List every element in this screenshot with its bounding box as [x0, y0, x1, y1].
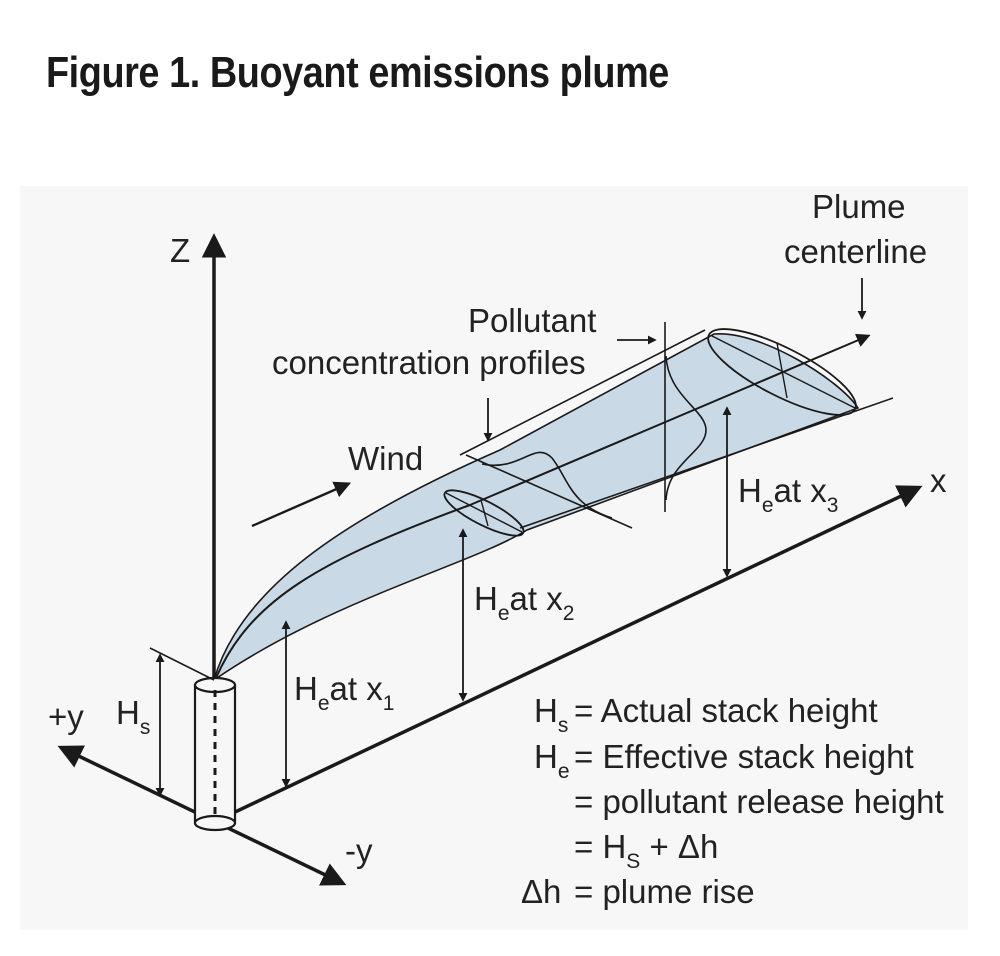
cross-section-x3-h — [711, 335, 856, 409]
figure-title: Figure 1. Buoyant emissions plume — [46, 48, 669, 97]
minus-y-label: -y — [345, 832, 373, 869]
legend-row-4: = HS + Δh — [574, 828, 718, 873]
legend-row-5: Δh= plume rise — [521, 873, 755, 910]
x-axis-label: x — [930, 462, 947, 499]
legend-row-1: Hs= Actual stack height — [534, 692, 878, 737]
z-axis-label: Z — [170, 232, 190, 269]
he-x3-label: Heat x3 — [738, 472, 838, 517]
profile-curve-vertical — [665, 355, 707, 501]
hs-label: Hs — [116, 694, 150, 739]
cross-section-x2-v — [480, 499, 489, 527]
legend: Hs= Actual stack height He= Effective st… — [521, 692, 944, 910]
stack-top — [193, 676, 237, 694]
plume-centerline-label-2: centerline — [784, 233, 927, 270]
profiles-label-1: Pollutant — [468, 302, 596, 339]
plus-y-label: +y — [48, 698, 84, 735]
wind-arrow — [251, 481, 352, 528]
cross-section-x3-v — [776, 342, 788, 399]
profiles-label-2: concentration profiles — [272, 344, 586, 381]
he-x2-label: Heat x2 — [474, 580, 574, 625]
legend-row-2: He= Effective stack height — [534, 738, 914, 783]
he-x1-label: Heat x1 — [294, 670, 394, 715]
plume-centerline-label-1: Plume — [812, 188, 906, 225]
plume-body — [212, 333, 860, 682]
cross-section-x2 — [443, 489, 525, 537]
plume-centerline — [215, 333, 871, 679]
plume-upper-edge — [459, 329, 706, 456]
profile-curve-horizontal — [481, 451, 613, 519]
cross-section-x3 — [707, 328, 857, 416]
legend-row-3: = pollutant release height — [574, 783, 944, 820]
stack-base — [193, 814, 237, 832]
wind-label: Wind — [348, 440, 423, 477]
